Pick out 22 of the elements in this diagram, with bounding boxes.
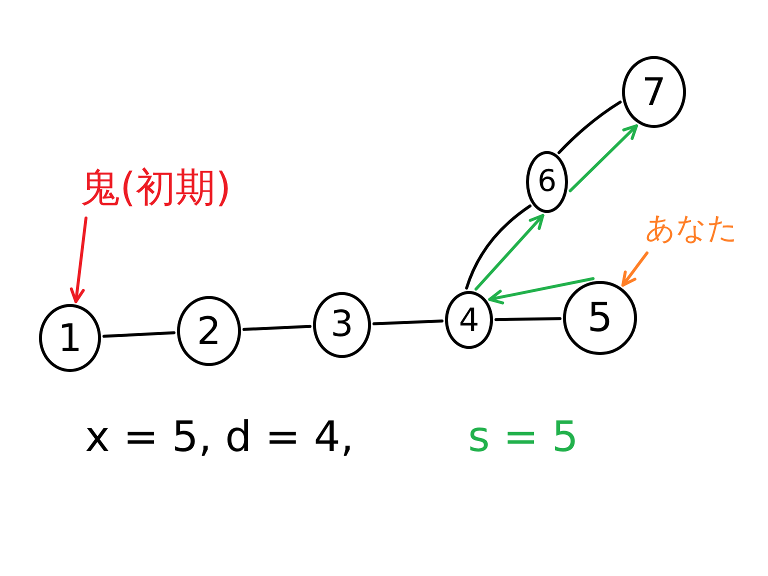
connector-line bbox=[465, 204, 532, 290]
equation-text: s = 5 bbox=[468, 414, 578, 460]
arrow bbox=[70, 216, 88, 304]
annotation-text: あなた bbox=[645, 212, 738, 245]
arrow bbox=[568, 124, 638, 192]
circle-node: 3 bbox=[313, 292, 371, 358]
connector-line bbox=[242, 324, 312, 331]
connector-line bbox=[494, 317, 562, 322]
connector-line bbox=[372, 320, 444, 326]
circle-node: 7 bbox=[622, 56, 686, 128]
connector-line bbox=[558, 100, 622, 154]
arrow bbox=[621, 252, 648, 287]
arrow bbox=[488, 277, 595, 304]
circle-node: 1 bbox=[39, 304, 101, 372]
equation-text: x = 5, d = 4, bbox=[85, 414, 354, 460]
connector-line bbox=[102, 331, 176, 338]
annotation-text: 鬼(初期) bbox=[80, 166, 232, 210]
circle-node: 5 bbox=[563, 281, 637, 355]
arrow bbox=[474, 214, 544, 291]
circle-node: 4 bbox=[445, 291, 493, 349]
circle-node: 6 bbox=[526, 151, 568, 213]
circle-node: 2 bbox=[177, 296, 241, 366]
